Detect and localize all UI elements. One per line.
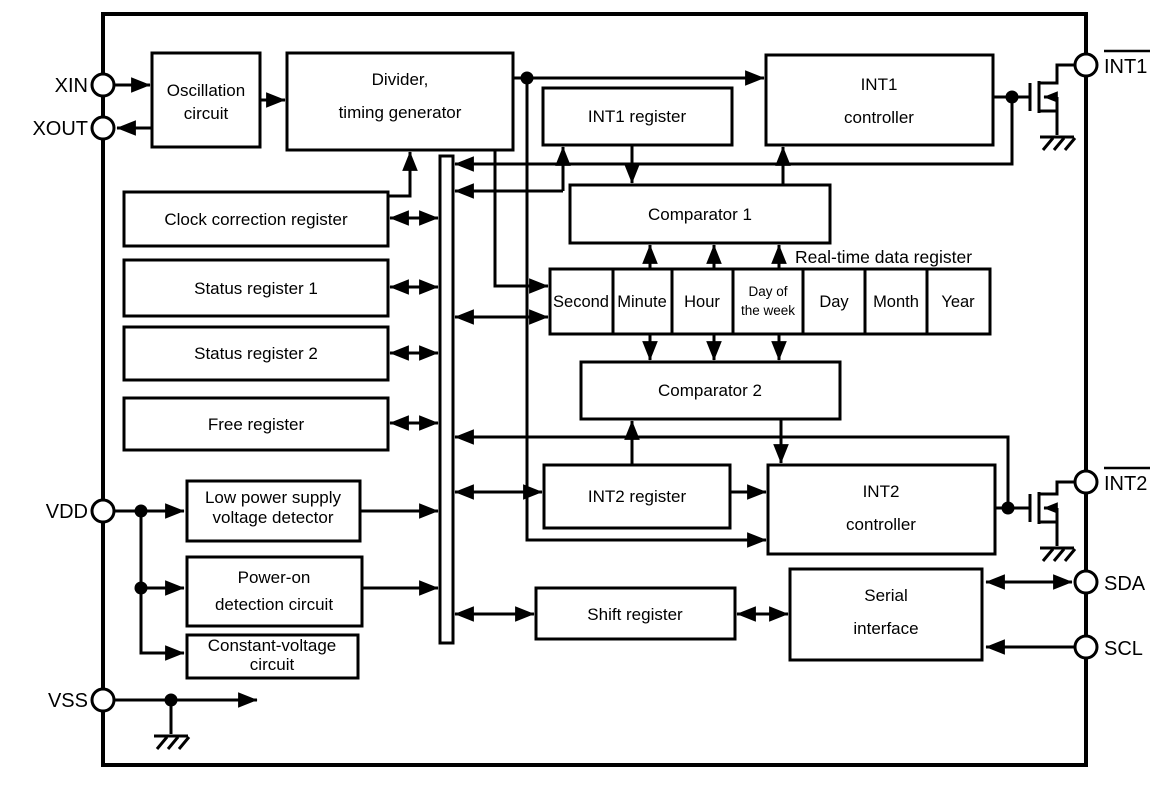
free-register-label: Free register: [208, 415, 305, 434]
int2-controller-label-2: controller: [846, 515, 916, 534]
serial-interface-label-2: interface: [853, 619, 918, 638]
oscillation-label-2: circuit: [184, 104, 229, 123]
comparator2-label: Comparator 2: [658, 381, 762, 400]
cell-minute: Minute: [617, 293, 667, 311]
oscillation-label-1: Oscillation: [167, 81, 245, 100]
pin-label-xin: XIN: [55, 75, 88, 97]
int1-controller-label-2: controller: [844, 108, 914, 127]
divider-label-1: Divider,: [372, 70, 429, 89]
wire-int2-node-bus: [454, 429, 1010, 508]
shift-register-label: Shift register: [587, 605, 683, 624]
status1-label: Status register 1: [194, 279, 318, 298]
pin-vdd: [90, 498, 116, 524]
junction-int2-out: [1001, 501, 1015, 515]
block-comparator-1: Comparator 1: [568, 183, 832, 245]
data-bus: [438, 154, 455, 645]
junction-divider-out: [520, 71, 534, 85]
block-shift-register: Shift register: [534, 586, 737, 641]
wire-vdd-constvoltage: [139, 511, 185, 661]
int2-register-label: INT2 register: [588, 487, 687, 506]
nmos-int2-source-wire: [1039, 520, 1059, 546]
pin-sda: [1073, 569, 1099, 595]
block-divider-timing-generator: Divider, timing generator: [285, 51, 515, 152]
nmos-int1-source-wire: [1039, 109, 1059, 135]
pin-label-scl: SCL: [1104, 638, 1143, 660]
divider-label-2: timing generator: [339, 103, 462, 122]
block-int1-controller: INT1 controller: [764, 53, 995, 147]
block-int1-register: INT1 register: [541, 86, 734, 147]
block-low-power-supply-voltage-detector: Low power supply voltage detector: [185, 479, 362, 543]
int1-register-label: INT1 register: [588, 107, 687, 126]
pin-int2: [1073, 469, 1099, 495]
int1-controller-label-1: INT1: [861, 75, 898, 94]
cell-day-of-week-1: Day of: [748, 284, 787, 299]
power-on-label-2: detection circuit: [215, 595, 333, 614]
ground-symbol-int2: [1038, 546, 1077, 563]
nmos-int2: [1028, 480, 1077, 563]
pin-xin: [90, 72, 116, 98]
pin-label-xout: XOUT: [32, 118, 88, 140]
comparator1-label: Comparator 1: [648, 205, 752, 224]
cell-month: Month: [873, 293, 919, 311]
wire-divider-rtc-row: [493, 150, 549, 294]
low-power-label-1: Low power supply: [205, 488, 342, 507]
const-voltage-label-2: circuit: [250, 655, 295, 674]
pin-label-int1: INT1: [1104, 56, 1147, 78]
pin-label-vss: VSS: [48, 690, 88, 712]
block-constant-voltage-circuit: Constant-voltage circuit: [185, 633, 360, 680]
junction-vdd-2: [134, 581, 148, 595]
cell-hour: Hour: [684, 293, 720, 311]
clock-correction-label: Clock correction register: [164, 210, 348, 229]
block-power-on-detection-circuit: Power-on detection circuit: [185, 555, 364, 628]
junction-vss: [164, 693, 178, 707]
block-status-register-2: Status register 2: [122, 325, 390, 382]
block-free-register: Free register: [122, 396, 390, 452]
status2-label: Status register 2: [194, 344, 318, 363]
nmos-int1-drain-wire: [1039, 63, 1074, 85]
real-time-data-register-label: Real-time data register: [795, 247, 972, 267]
junction-int1-out: [1005, 90, 1019, 104]
power-on-label-1: Power-on: [238, 568, 311, 587]
cell-year: Year: [941, 293, 975, 311]
block-oscillation-circuit: Oscillation circuit: [150, 51, 262, 149]
nmos-int1: [1028, 63, 1077, 152]
pin-xout: [90, 115, 116, 141]
cell-day-of-week-2: the week: [741, 303, 795, 318]
nmos-int2-drain-wire: [1039, 480, 1074, 496]
chip-boundary: [101, 12, 1088, 767]
serial-interface-label-1: Serial: [864, 586, 907, 605]
block-status-register-1: Status register 1: [122, 258, 390, 318]
pin-vss: [90, 687, 116, 713]
cell-second: Second: [553, 293, 609, 311]
block-int2-register: INT2 register: [542, 463, 732, 530]
pin-label-int2: INT2: [1104, 473, 1147, 495]
const-voltage-label-1: Constant-voltage: [208, 636, 337, 655]
block-serial-interface: Serial interface: [788, 567, 984, 662]
block-int2-controller: INT2 controller: [766, 463, 997, 556]
pin-label-vdd: VDD: [46, 501, 88, 523]
pin-label-sda: SDA: [1104, 573, 1146, 595]
wire-divider-int2-controller: [525, 78, 767, 548]
junction-vdd-1: [134, 504, 148, 518]
pin-scl: [1073, 634, 1099, 660]
int2-controller-label-1: INT2: [863, 482, 900, 501]
block-comparator-2: Comparator 2: [579, 360, 842, 421]
pin-int1: [1073, 52, 1099, 78]
wire-clockcorrection-divider: [388, 151, 418, 198]
wire-int1-node-bus: [454, 97, 1014, 172]
low-power-label-2: voltage detector: [213, 508, 334, 527]
ground-symbol-int1: [1038, 135, 1077, 152]
cell-day: Day: [819, 293, 849, 311]
ground-symbol-vss: [152, 734, 191, 751]
real-time-data-register: Second Minute Hour Day of the week Day M…: [548, 247, 992, 336]
block-clock-correction-register: Clock correction register: [122, 190, 390, 248]
